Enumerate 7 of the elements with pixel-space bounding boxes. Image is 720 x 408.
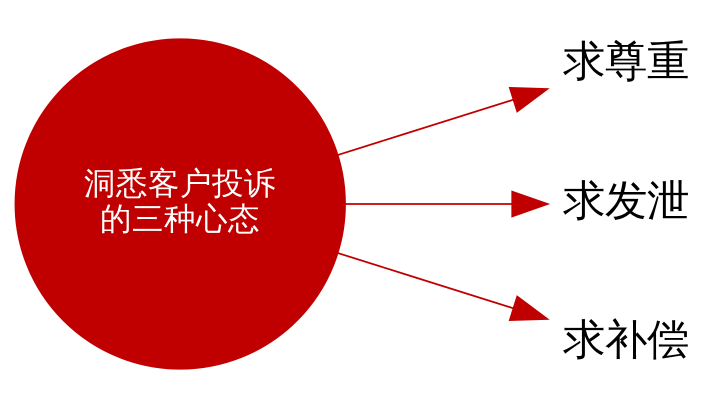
node-circle: 洞悉客户投诉的三种心态 — [14, 38, 346, 370]
arrow — [338, 252, 550, 322]
node-text: 求尊重 — [563, 36, 690, 86]
arrow — [338, 86, 550, 156]
node-text: 求补偿 — [563, 315, 690, 364]
arrow — [345, 190, 550, 218]
node-text: 求发泄 — [563, 176, 690, 225]
